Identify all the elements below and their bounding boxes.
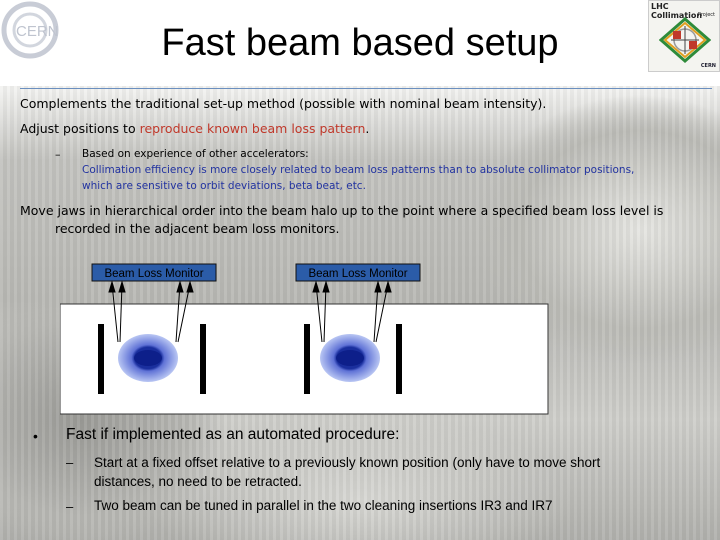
loss-arrows-2 bbox=[312, 280, 392, 343]
text-no-retract: distances, no need to be retracted. bbox=[94, 474, 302, 489]
cern-logo-text: CERN bbox=[16, 23, 59, 40]
beam-loss-monitor-box-1 bbox=[91, 263, 217, 282]
text-efficiency: Collimation efficiency is more closely r… bbox=[82, 164, 635, 176]
collimator-crosshair-icon bbox=[659, 17, 711, 63]
sub-dash: – bbox=[55, 148, 61, 161]
beam-loss-diagram: Beam Loss Monitor Beam Loss Monitor bbox=[60, 263, 549, 415]
lhc-collimation-logo: LHC Collimation Project CERN bbox=[648, 0, 720, 72]
adjust-highlight: reproduce known beam loss pattern bbox=[139, 121, 366, 136]
collimator-jaw-1-left bbox=[98, 324, 104, 394]
collimator-jaw-1-right bbox=[200, 324, 206, 394]
loss-arrows-1 bbox=[108, 280, 194, 343]
text-start-offset: Start at a fixed offset relative to a pr… bbox=[94, 455, 601, 470]
text-orbit: which are sensitive to orbit deviations,… bbox=[82, 180, 366, 192]
title-divider bbox=[20, 88, 712, 89]
collimator-jaw-2-left bbox=[304, 324, 310, 394]
text-two-beam: Two beam can be tuned in parallel in the… bbox=[94, 498, 553, 513]
text-adjust-positions: Adjust positions to reproduce known beam… bbox=[20, 121, 369, 136]
text-fast-if: Fast if implemented as an automated proc… bbox=[66, 426, 400, 443]
lhc-logo-title: LHC Collimation bbox=[651, 2, 703, 20]
adjust-prefix: Adjust positions to bbox=[20, 121, 140, 136]
slide-header: CERN Fast beam based setup LHC Collimati… bbox=[0, 0, 720, 86]
beam-core-1 bbox=[134, 350, 162, 366]
text-move-jaws: Move jaws in hierarchical order into the… bbox=[20, 203, 664, 218]
dash-marker-2: – bbox=[66, 499, 74, 514]
collimator-jaw-2-right bbox=[396, 324, 402, 394]
beam-loss-monitor-label-2: Beam Loss Monitor bbox=[308, 268, 407, 280]
lhc-logo-subtitle: Project bbox=[697, 12, 715, 18]
text-experience: Based on experience of other accelerator… bbox=[82, 148, 309, 160]
bullet-marker: • bbox=[33, 428, 38, 444]
lhc-logo-org: CERN bbox=[700, 63, 716, 69]
beam-loss-monitor-box-2 bbox=[295, 263, 421, 282]
beam-core-2 bbox=[336, 350, 364, 366]
cern-logo-icon: CERN bbox=[1, 1, 59, 59]
adjust-suffix: . bbox=[365, 121, 370, 136]
text-recorded: recorded in the adjacent beam loss monit… bbox=[55, 221, 340, 236]
text-complements: Complements the traditional set-up metho… bbox=[20, 96, 547, 111]
dash-marker-1: – bbox=[66, 455, 74, 470]
beam-loss-monitor-label-1: Beam Loss Monitor bbox=[104, 268, 203, 280]
page-title: Fast beam based setup bbox=[161, 22, 559, 64]
